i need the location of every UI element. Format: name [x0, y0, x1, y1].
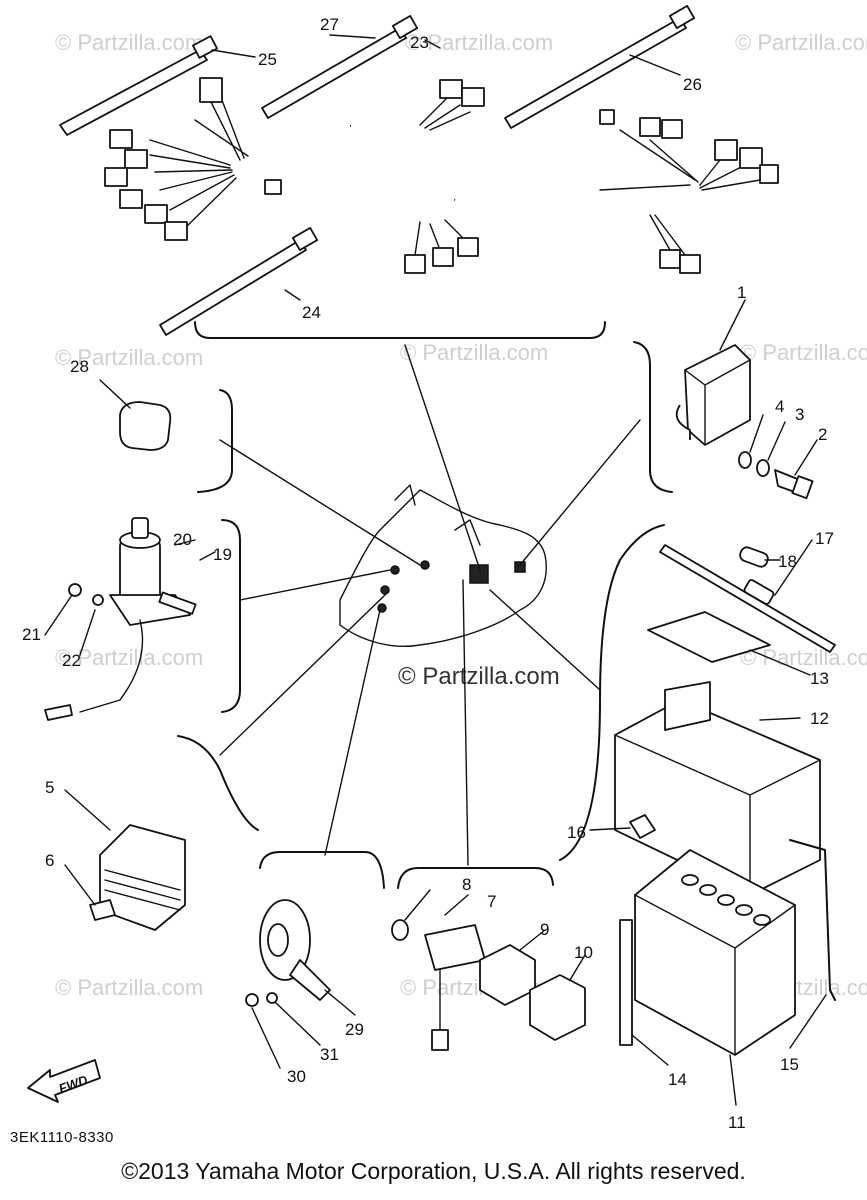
part-12-cover	[614, 681, 821, 896]
part-15-cable	[789, 839, 836, 1001]
callout-20: 20	[173, 530, 192, 549]
callout-2: 2	[818, 425, 827, 444]
callout-13: 13	[810, 669, 829, 688]
part-31-washer	[266, 992, 278, 1004]
watermark-center: © Partzilla.com	[398, 663, 560, 690]
callout-24: 24	[302, 303, 321, 322]
callout-25: 25	[258, 50, 277, 69]
watermark-text: © Partzilla.com	[400, 340, 548, 365]
callout-30: 30	[287, 1067, 306, 1086]
callout-4: 4	[775, 397, 784, 416]
callout-31: 31	[320, 1045, 339, 1064]
callout-11: 11	[728, 1113, 746, 1132]
callout-3: 3	[795, 405, 804, 424]
cable-ties	[59, 5, 696, 336]
watermark-text: © Partzilla.com	[55, 345, 203, 370]
callout-29: 29	[345, 1020, 364, 1039]
part-11-battery	[634, 849, 796, 1056]
watermark-text: © Partzilla.com	[55, 645, 203, 670]
callout-26: 26	[683, 75, 702, 94]
callout-1: 1	[737, 283, 746, 302]
harness-bracket	[194, 321, 606, 339]
callout-9: 9	[540, 920, 549, 939]
wire-harness-drawing	[104, 77, 779, 274]
frame-section	[339, 484, 547, 647]
callout-6: 6	[45, 851, 54, 870]
callout-numbers: 1 2 3 4 5 6 7 8 9 10 11 12 13 14 15 16 1…	[22, 15, 834, 1132]
part-19-assembly	[44, 517, 197, 721]
callout-leaders	[44, 34, 827, 1106]
callout-27: 27	[320, 15, 339, 34]
callout-7: 7	[487, 892, 496, 911]
part-7-switch	[391, 919, 486, 1051]
part-28-cap	[119, 401, 172, 451]
copyright-notice: ©2013 Yamaha Motor Corporation, U.S.A. A…	[121, 1158, 746, 1184]
fwd-arrow-icon: FWD	[27, 1059, 101, 1103]
section-brackets	[177, 341, 673, 889]
callout-17: 17	[815, 529, 834, 548]
callout-16: 16	[567, 823, 586, 842]
callout-19: 19	[213, 545, 232, 564]
callout-15: 15	[780, 1055, 799, 1074]
part-1-relay	[675, 344, 751, 446]
watermark-text: © Partzilla.com	[740, 340, 867, 365]
watermark-text: © Partzilla.com	[55, 30, 203, 55]
callout-23: 23	[410, 33, 429, 52]
callout-12: 12	[810, 709, 829, 728]
callout-8: 8	[462, 875, 471, 894]
watermark-text: © Partzilla.com	[55, 975, 203, 1000]
parts-17-18	[659, 544, 836, 653]
parts-2-3-4-hardware	[738, 451, 814, 500]
leader-lines	[219, 344, 641, 866]
callout-10: 10	[574, 943, 593, 962]
part-10-flasher	[529, 974, 586, 1041]
watermark-text: © Partzilla.com	[740, 645, 867, 670]
callout-5: 5	[45, 778, 54, 797]
part-13-plate	[647, 611, 771, 663]
drawing-code: 3EK1110-8330	[10, 1129, 114, 1146]
watermark-text: © Partzilla.com	[735, 30, 867, 55]
callout-28: 28	[70, 357, 89, 376]
watermarks: © Partzilla.com © Partzilla.com © Partzi…	[55, 30, 867, 1000]
callout-21: 21	[22, 625, 41, 644]
callout-18: 18	[778, 552, 797, 571]
part-6-bolt	[89, 899, 116, 921]
part-14-breather	[619, 919, 633, 1046]
part-29-horn	[259, 899, 331, 1001]
callout-22: 22	[62, 651, 81, 670]
callout-14: 14	[668, 1070, 687, 1089]
part-16-clip	[629, 814, 656, 839]
part-30-bolt	[245, 993, 259, 1007]
